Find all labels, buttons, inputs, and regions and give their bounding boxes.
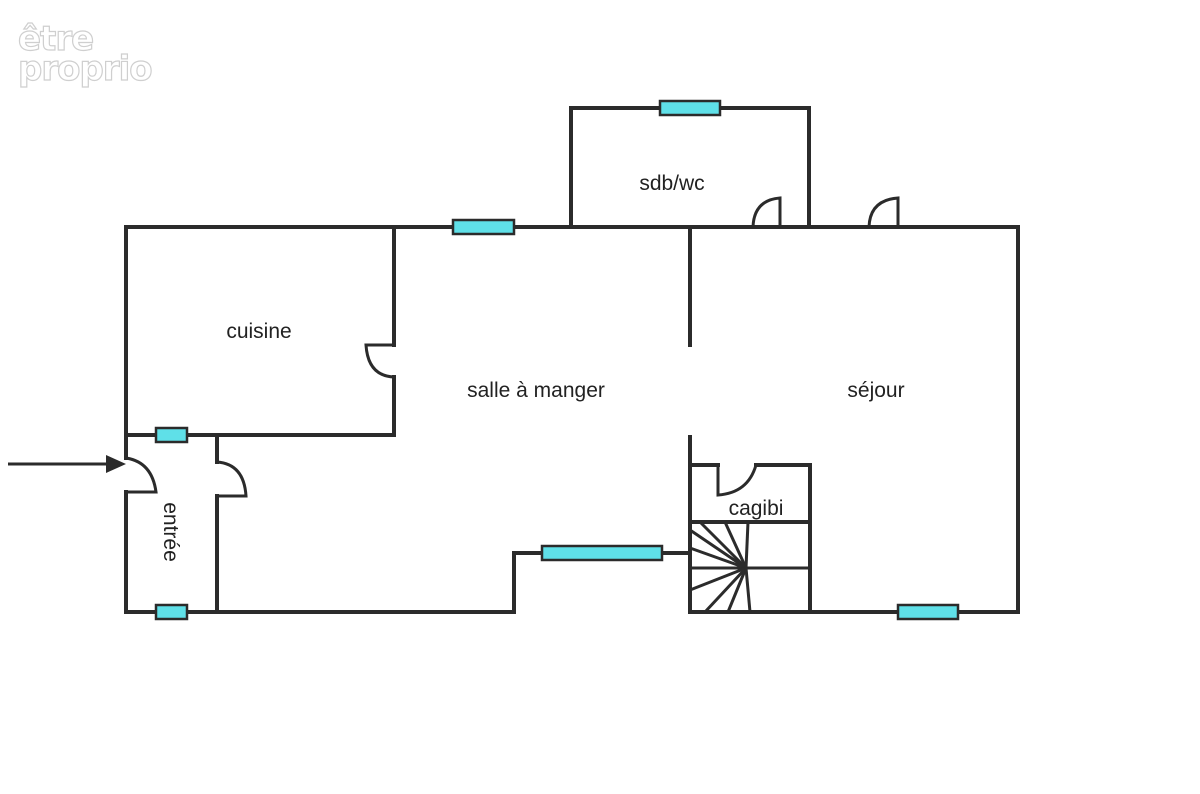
door-cagibi-icon [716,464,758,497]
stair-line-8 [726,567,748,613]
label-cuisine: cuisine [226,320,291,343]
window-entree-bottom [154,603,189,621]
stair-line-1 [689,528,747,570]
label-sejour: séjour [847,379,904,402]
door-sdb-icon [751,196,782,228]
spiral-staircase-icon [688,520,810,614]
label-salle-a-manger: salle à manger [467,379,605,402]
label-entree: entrée [159,502,182,562]
etre-proprio-logo: être proprio [17,18,153,89]
stair-line-3 [698,520,748,570]
wall-sdb [569,106,811,229]
walls [124,106,1020,614]
wall-bottom [124,551,1020,614]
logo-line-2: proprio [18,49,152,89]
doors [125,196,900,498]
label-sdb-wc: sdb/wc [639,172,704,195]
window-top [451,218,516,236]
stair-line-2 [689,546,747,570]
label-cagibi: cagibi [729,497,784,520]
logo-line-1: être [18,19,93,59]
door-sejour-icon [867,196,900,228]
stair-line-4 [723,521,748,569]
window-sdb [658,99,722,117]
window-salle-bottom [540,544,664,562]
door-entrance-icon [125,456,158,494]
stair-line-6 [689,566,747,592]
entrance-arrow-icon [8,455,126,473]
stair-line-7 [703,566,748,614]
window-cuisine [154,426,189,444]
stair-frame [688,522,810,612]
wall-cagibi [688,463,812,614]
door-entree-icon [216,460,248,498]
stair-line-5 [744,521,750,569]
room-labels: sdb/wc cuisine salle à manger séjour cag… [159,172,905,562]
door-cuisine-icon [364,343,395,379]
windows [154,99,960,621]
window-sejour-bottom [896,603,960,621]
stair-line-9 [744,567,752,613]
